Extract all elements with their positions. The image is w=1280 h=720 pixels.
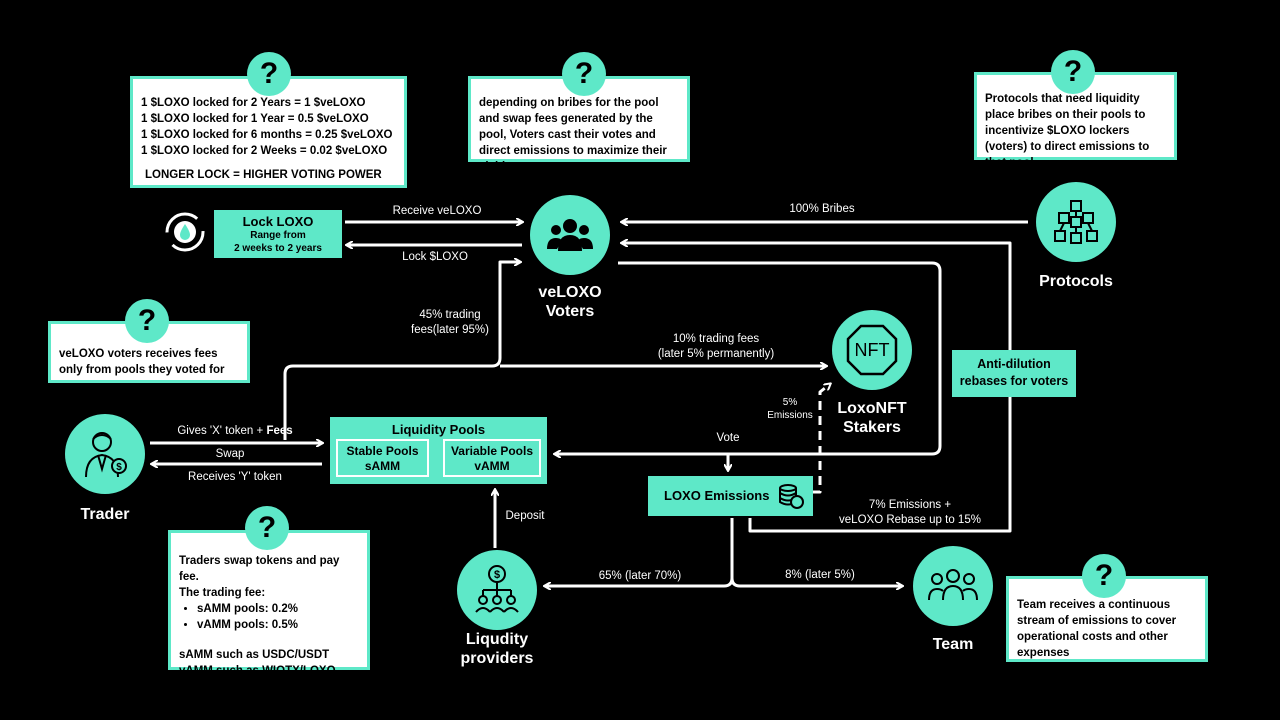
trader-note-line: vAMM such as WIOTX/LOXO: [179, 665, 336, 677]
nft-emissions-label: 5% Emissions: [767, 397, 813, 421]
fee-item: sAMM pools: 0.2%: [197, 601, 359, 617]
lock-loxo-range: Range from: [250, 230, 306, 241]
voters-node: [530, 195, 610, 275]
trader-note: Traders swap tokens and pay fee. The tra…: [168, 530, 370, 677]
protocols-label: Protocols: [1039, 273, 1113, 290]
team-note-text: Team receives a continuous stream of emi…: [1017, 599, 1177, 659]
lp-emissions-label: 65% (later 70%): [598, 570, 682, 582]
lock-loxo-title: Lock LOXO: [242, 214, 314, 229]
nft-stakers-label: LoxoNFT Stakers: [837, 400, 907, 436]
gives-label-text: Gives 'X' token +: [177, 425, 267, 437]
anti-dilution-box: Anti-dilution rebases for voters: [952, 350, 1076, 397]
loxo-emissions-box: LOXO Emissions: [648, 476, 813, 516]
nft-node: NFT: [832, 310, 912, 390]
lock-loxo-box: Lock LOXO Range from 2 weeks to 2 years: [214, 210, 342, 258]
question-icon: ?: [247, 52, 291, 96]
question-icon: ?: [1082, 554, 1126, 598]
trading-fees-nft-label: 10% trading fees (later 5% permanently): [657, 333, 775, 360]
receive-veloxo-label: Receive veLOXO: [392, 205, 482, 217]
trader-note-line: Traders swap tokens and pay fee.: [179, 555, 340, 583]
receives-label: Receives 'Y' token: [188, 471, 282, 483]
question-icon: ?: [125, 299, 169, 343]
blocks-icon: [1054, 200, 1098, 244]
lp-label: Liqudity providers: [460, 631, 534, 667]
svg-text:$: $: [494, 569, 500, 581]
loxo-emissions-label: LOXO Emissions: [664, 488, 770, 503]
lock-ratio-footer: LONGER LOCK = HIGHER VOTING POWER: [145, 169, 382, 181]
lock-ratio-line: 1 $LOXO locked for 2 Years = 1 $veLOXO: [141, 97, 366, 109]
swap-label: Swap: [215, 448, 245, 460]
team-node: [913, 546, 993, 626]
fee-item: vAMM pools: 0.5%: [197, 617, 359, 633]
trading-fees-voters-label: 45% trading fees(later 95%): [411, 309, 489, 336]
trader-node: $: [65, 414, 145, 494]
liquidity-pools-title: Liquidity Pools: [391, 422, 486, 437]
deposit-label: Deposit: [505, 510, 545, 522]
gives-label: Gives 'X' token + Fees: [150, 424, 320, 439]
trader-note-line: The trading fee:: [179, 587, 266, 599]
rebase-label: 7% Emissions + veLOXO Rebase up to 15%: [839, 499, 981, 526]
fee-list: sAMM pools: 0.2% vAMM pools: 0.5%: [179, 601, 359, 633]
voters-note-text: depending on bribes for the pool and swa…: [479, 97, 667, 173]
network-icon: $: [475, 565, 519, 613]
lock-refresh-icon: [163, 210, 207, 254]
bribes-label: 100% Bribes: [789, 203, 855, 215]
lock-loxo-range: 2 weeks to 2 years: [234, 243, 322, 254]
question-icon: ?: [1051, 50, 1095, 94]
lock-ratio-line: 1 $LOXO locked for 6 months = 0.25 $veLO…: [141, 129, 393, 141]
variable-pools-box: Variable Pools vAMM: [443, 439, 541, 477]
stable-pools-box: Stable Pools sAMM: [336, 439, 429, 477]
fees-note-text: veLOXO voters receives fees only from po…: [59, 348, 225, 376]
protocols-node: [1036, 182, 1116, 262]
team-icon: [928, 569, 978, 601]
trader-note-line: sAMM such as USDC/USDT: [179, 649, 330, 661]
nft-icon: NFT: [845, 323, 899, 377]
coin-stack-icon: [779, 484, 804, 509]
nft-icon-text: NFT: [854, 340, 890, 360]
trader-label: Trader: [80, 506, 130, 523]
vote-label: Vote: [716, 432, 740, 444]
team-label: Team: [932, 636, 974, 653]
question-icon: ?: [245, 506, 289, 550]
users-icon: [547, 219, 593, 251]
voters-label: veLOXO Voters: [538, 284, 602, 320]
protocols-note-text: Protocols that need liquidity place brib…: [985, 93, 1150, 169]
lock-ratio-line: 1 $LOXO locked for 1 Year = 0.5 $veLOXO: [141, 113, 369, 125]
svg-text:$: $: [116, 462, 122, 473]
lp-node: $: [457, 550, 537, 630]
team-emissions-label: 8% (later 5%): [785, 569, 855, 581]
gives-label-fees: Fees: [266, 425, 293, 437]
liquidity-pools-box: Liquidity Pools Stable Pools sAMM Variab…: [330, 417, 547, 484]
trader-icon: $: [85, 432, 127, 478]
question-icon: ?: [562, 52, 606, 96]
lock-ratio-line: 1 $LOXO locked for 2 Weeks = 0.02 $veLOX…: [141, 145, 388, 157]
lock-loxo-edge-label: Lock $LOXO: [402, 251, 468, 263]
